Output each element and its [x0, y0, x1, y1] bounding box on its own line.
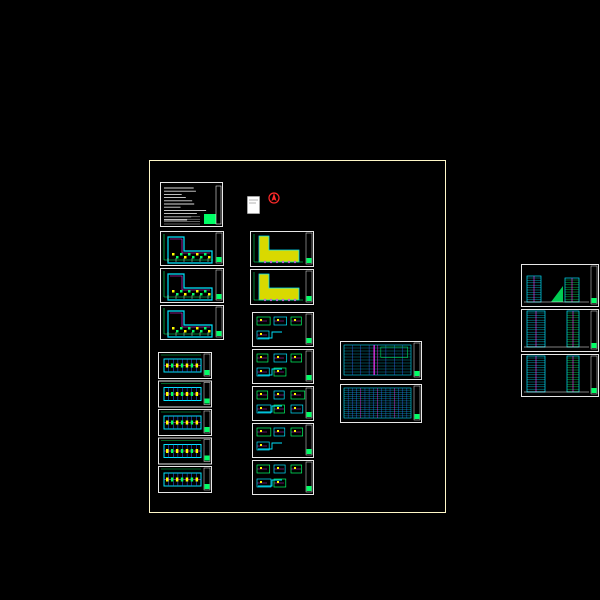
plan-sheet-slab-3[interactable]: [158, 409, 212, 436]
title-stamp: [591, 343, 597, 348]
title-stamp: [306, 412, 312, 417]
plan-outline: [167, 273, 213, 301]
title-block: [305, 461, 313, 493]
detail-sheet-3[interactable]: [252, 386, 314, 421]
sheet-card-icon[interactable]: [247, 196, 260, 214]
plan-sheet-slab-1[interactable]: [158, 352, 212, 379]
title-stamp: [204, 370, 210, 375]
title-stamp: [306, 258, 312, 263]
plan-sheet-colored-2[interactable]: [160, 268, 224, 303]
title-block: [203, 353, 211, 377]
title-block: [203, 382, 211, 405]
detail-sheet-5[interactable]: [252, 460, 314, 495]
title-stamp: [414, 414, 420, 419]
title-stamp: [306, 375, 312, 380]
title-block: [305, 350, 313, 382]
detail-sheet-4[interactable]: [252, 423, 314, 458]
title-stamp: [591, 388, 597, 393]
title-stamp: [204, 484, 210, 489]
notes-sheet[interactable]: [160, 182, 223, 227]
plan-outline: [167, 310, 213, 338]
title-block: [590, 310, 598, 350]
notes-text-block: [164, 187, 207, 225]
schedule-tables: [340, 341, 422, 423]
title-block: [413, 342, 421, 378]
plans-mid-details: [252, 312, 314, 495]
title-block: [215, 232, 223, 264]
main-drawing-frame: [149, 160, 446, 513]
elevation-sheet-1[interactable]: [521, 264, 599, 307]
title-block: [215, 306, 223, 338]
title-stamp: [204, 455, 210, 461]
title-stamp: [204, 427, 210, 432]
elevation-sheet-3[interactable]: [521, 354, 599, 397]
plan-sheet-colored-3[interactable]: [160, 305, 224, 340]
title-stamp: [306, 449, 312, 454]
plans-left-small: [158, 352, 212, 493]
plans-left-large: [160, 231, 224, 340]
detail-sheet-2[interactable]: [252, 349, 314, 384]
plan-sheet-slab-4[interactable]: [158, 437, 212, 465]
title-block: [203, 410, 211, 434]
title-block: [305, 387, 313, 419]
plan-sheet-yellow-2[interactable]: [250, 269, 314, 305]
title-block: [590, 355, 598, 395]
schedule-table-2[interactable]: [340, 384, 422, 423]
title-stamp: [204, 398, 210, 404]
title-block: [203, 439, 211, 462]
title-block: [413, 385, 421, 421]
elevation-sheets: [521, 264, 599, 397]
plan-sheet-slab-2[interactable]: [158, 380, 212, 408]
schedule-table-1[interactable]: [340, 341, 422, 380]
notes-title-strip: [215, 185, 222, 225]
plan-sheet-colored-1[interactable]: [160, 231, 224, 266]
detail-sheet-1[interactable]: [252, 312, 314, 347]
title-block: [305, 232, 313, 265]
title-stamp: [591, 298, 597, 303]
title-stamp: [306, 338, 312, 343]
title-block: [305, 424, 313, 456]
north-arrow-icon[interactable]: [268, 192, 280, 204]
title-block: [305, 270, 313, 303]
plan-outline: [167, 236, 213, 264]
title-stamp: [306, 296, 312, 301]
title-stamp: [216, 257, 222, 262]
title-stamp: [414, 371, 420, 376]
title-block: [305, 313, 313, 345]
plan-sheet-slab-5[interactable]: [158, 466, 212, 493]
title-block: [215, 269, 223, 301]
title-block: [203, 467, 211, 491]
plans-mid-yellow: [250, 231, 314, 305]
notes-stamp: [204, 214, 216, 224]
plan-sheet-yellow-1[interactable]: [250, 231, 314, 267]
title-stamp: [216, 331, 222, 336]
title-block: [590, 265, 598, 305]
title-stamp: [306, 486, 312, 491]
title-stamp: [216, 294, 222, 299]
elevation-sheet-2[interactable]: [521, 309, 599, 352]
